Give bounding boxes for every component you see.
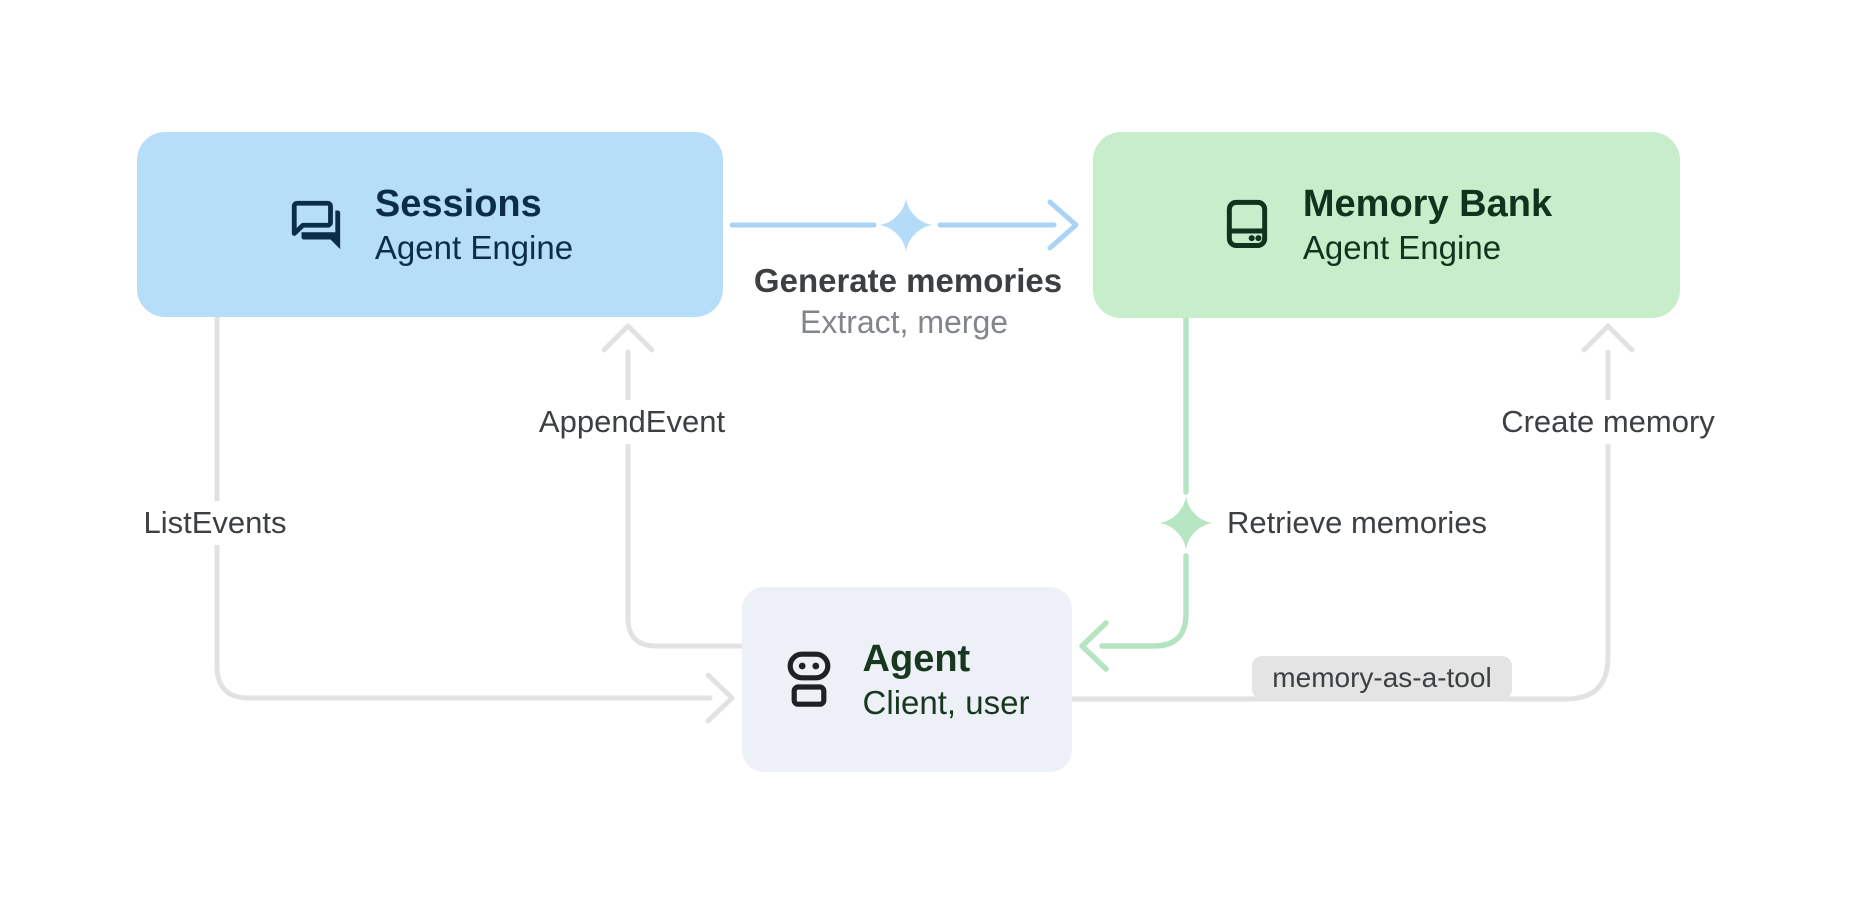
list-events-label: ListEvents <box>129 501 301 545</box>
agent-title: Agent <box>862 637 971 680</box>
retrieve-memories-label: Retrieve memories <box>1226 505 1488 540</box>
chat-icon <box>291 200 341 249</box>
generate-memories-arrow <box>729 198 1079 252</box>
append-event-label: AppendEvent <box>524 400 740 444</box>
append-event-arrow <box>601 323 745 649</box>
memory-as-a-tool-badge: memory-as-a-tool <box>1252 656 1512 699</box>
robot-icon <box>787 651 830 707</box>
memory-bank-node: Memory Bank Agent Engine <box>1093 132 1680 318</box>
retrieve-memories-arrow <box>1079 315 1213 672</box>
generate-memories-label: Generate memories <box>753 262 1063 299</box>
agent-node: Agent Client, user <box>742 587 1072 772</box>
list-events-arrow <box>214 315 735 724</box>
memory-bank-subtitle: Agent Engine <box>1302 229 1502 266</box>
agent-subtitle: Client, user <box>862 683 1030 721</box>
memory-bank-title: Memory Bank <box>1302 183 1553 226</box>
sparkle-icon <box>1159 496 1213 550</box>
create-memory-label: Create memory <box>1487 400 1729 444</box>
sparkle-icon <box>879 198 933 252</box>
extract-merge-label: Extract, merge <box>799 304 1009 340</box>
sessions-node: Sessions Agent Engine <box>137 132 723 317</box>
sessions-subtitle: Agent Engine <box>374 228 574 266</box>
sessions-title: Sessions <box>374 182 542 225</box>
create-memory-arrow <box>1069 323 1635 702</box>
storage-icon <box>1226 199 1268 248</box>
